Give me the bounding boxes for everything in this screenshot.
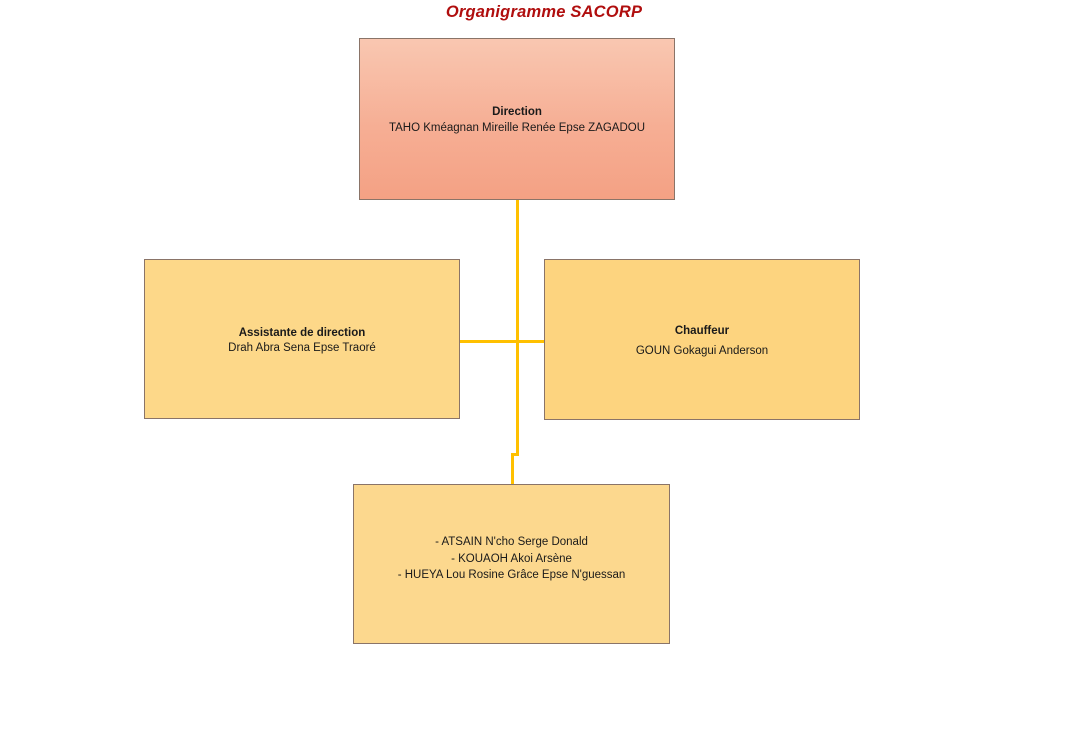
node-team-member: - ATSAIN N'cho Serge Donald [435, 536, 588, 548]
node-direction-text: Direction TAHO Kméagnan Mireille Renée E… [360, 105, 674, 136]
connector-sibling-bar [459, 340, 545, 343]
node-chauffeur-person: GOUN Gokagui Anderson [635, 345, 769, 357]
node-team-member: - KOUAOH Akoi Arsène [451, 552, 572, 565]
node-team-member: - HUEYA Lou Rosine Grâce Epse N'guessan [397, 569, 626, 581]
page-title: Organigramme SACORP [445, 3, 643, 21]
node-assistante-de-direction[interactable]: Assistante de direction Drah Abra Sena E… [144, 259, 460, 419]
node-team[interactable]: - ATSAIN N'cho Serge Donald - KOUAOH Akoi… [353, 484, 670, 644]
node-direction[interactable]: Direction TAHO Kméagnan Mireille Renée E… [359, 38, 675, 200]
node-assistante-role: Assistante de direction [238, 327, 366, 339]
node-assistante-person: Drah Abra Sena Epse Traoré [228, 342, 376, 354]
node-chauffeur-role: Chauffeur [674, 325, 730, 337]
connector-team-drop [511, 453, 514, 485]
node-team-member-list: - ATSAIN N'cho Serge Donald - KOUAOH Akoi… [354, 534, 669, 584]
node-direction-person: TAHO Kméagnan Mireille Renée Epse ZAGADO… [388, 122, 646, 134]
connector-direction-trunk [516, 199, 519, 343]
node-chauffeur-text: Chauffeur GOUN Gokagui Anderson [545, 324, 859, 359]
node-assistante-text: Assistante de direction Drah Abra Sena E… [145, 326, 459, 356]
node-chauffeur[interactable]: Chauffeur GOUN Gokagui Anderson [544, 259, 860, 420]
node-direction-role: Direction [492, 106, 542, 118]
connector-jog [511, 453, 519, 456]
connector-lower-trunk [516, 343, 519, 455]
node-team-text: - ATSAIN N'cho Serge Donald - KOUAOH Akoi… [354, 534, 669, 584]
